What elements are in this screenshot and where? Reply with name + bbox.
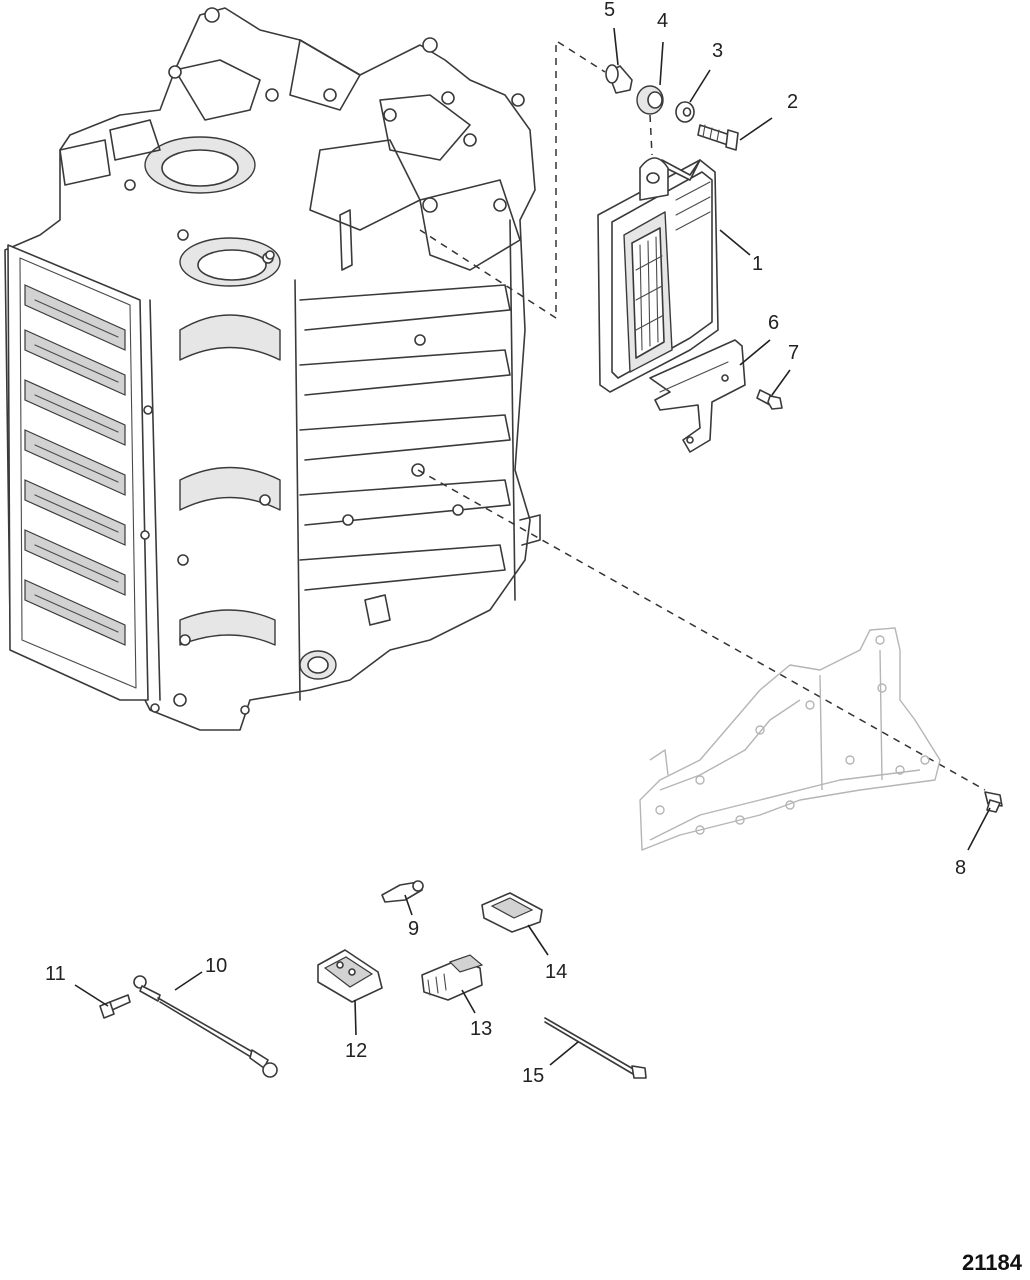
callout-14: 14 bbox=[545, 961, 567, 983]
figure-number: 21184 bbox=[962, 1250, 1023, 1275]
callout-4: 4 bbox=[657, 10, 668, 32]
screw-illustration bbox=[697, 124, 739, 151]
leader-lines bbox=[74, 27, 991, 1066]
callout-5: 5 bbox=[604, 0, 615, 21]
callout-1: 1 bbox=[752, 253, 763, 275]
callout-9: 9 bbox=[408, 918, 419, 940]
bolt-7-illustration bbox=[756, 389, 783, 410]
bolt-11-illustration bbox=[99, 994, 131, 1019]
engine-block-illustration bbox=[4, 7, 541, 731]
callout-6: 6 bbox=[768, 312, 779, 334]
callout-13: 13 bbox=[470, 1018, 492, 1040]
connector-13-illustration bbox=[421, 954, 484, 1001]
assembly-lines bbox=[417, 41, 986, 791]
cable-tie-illustration bbox=[544, 1017, 647, 1079]
ground-cable-illustration bbox=[133, 975, 278, 1078]
washer-illustration bbox=[675, 101, 695, 123]
bracket-illustration bbox=[649, 339, 746, 453]
ecm-module-illustration bbox=[597, 157, 719, 393]
callout-8: 8 bbox=[955, 857, 966, 879]
callout-3: 3 bbox=[712, 40, 723, 62]
connector-12-illustration bbox=[317, 949, 383, 1003]
mounting-plate-ghost bbox=[639, 627, 941, 851]
callout-12: 12 bbox=[345, 1040, 367, 1062]
callout-2: 2 bbox=[787, 91, 798, 113]
pin-illustration bbox=[381, 880, 424, 903]
grommet-illustration bbox=[636, 85, 664, 115]
callout-7: 7 bbox=[788, 342, 799, 364]
callout-11: 11 bbox=[45, 963, 66, 985]
connector-14-illustration bbox=[481, 892, 543, 933]
callout-10: 10 bbox=[205, 955, 227, 977]
sleeve-illustration bbox=[605, 64, 633, 94]
callout-labels: 1 2 3 4 5 6 7 8 9 10 11 12 13 14 15 bbox=[45, 0, 966, 1087]
screw-8-illustration bbox=[984, 791, 1003, 813]
callout-15: 15 bbox=[522, 1065, 544, 1087]
